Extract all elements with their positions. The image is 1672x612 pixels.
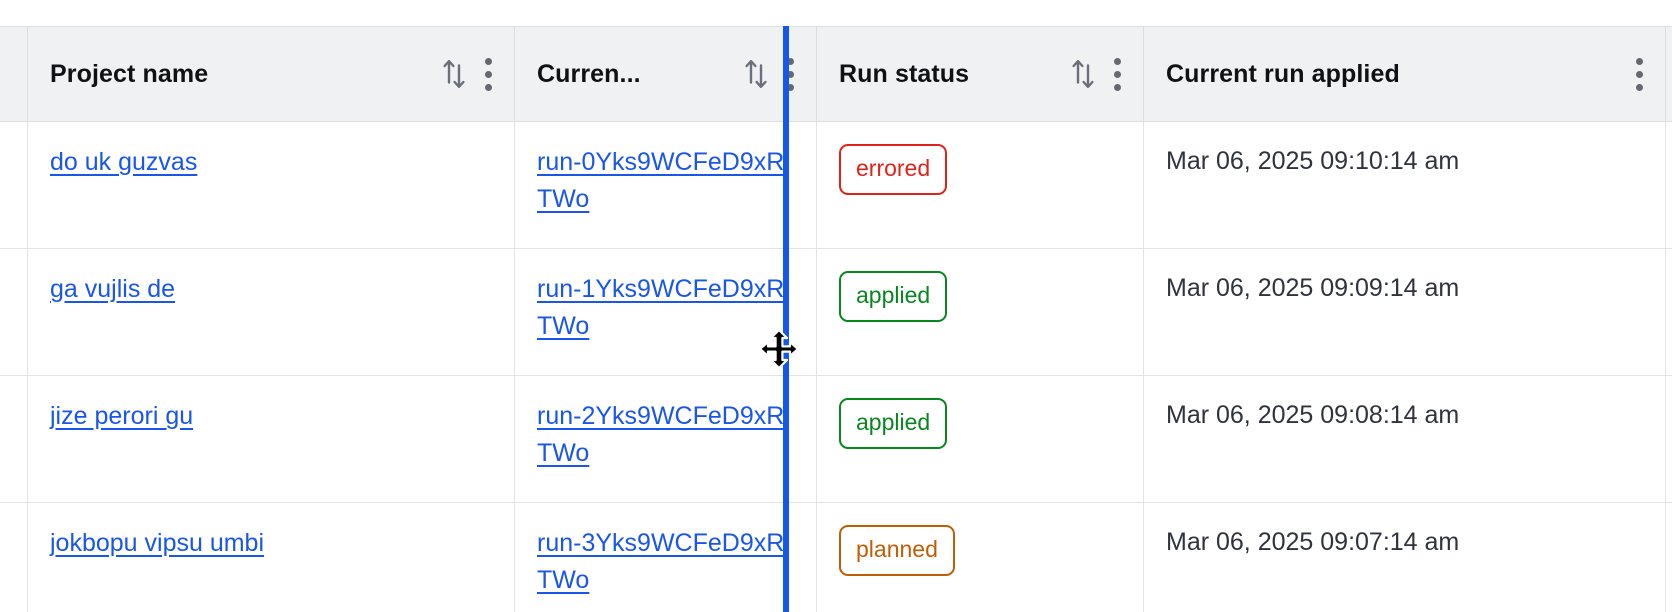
sort-arrows-icon[interactable] xyxy=(440,57,468,91)
cell-run-status: applied xyxy=(817,376,1144,503)
project-name-link[interactable]: jize perori gu xyxy=(50,402,194,430)
table-row: do uk guzvas run-0Yks9WCFeD9xRTWo errored M… xyxy=(0,122,1672,249)
cell-current-run: run-0Yks9WCFeD9xRTWo xyxy=(515,122,817,249)
sort-arrows-icon[interactable] xyxy=(1069,57,1097,91)
header-row: Project name Curren... Run status Current r… xyxy=(0,26,1672,122)
column-header-vcs[interactable]: V xyxy=(1666,26,1672,122)
cell-run-status: planned xyxy=(817,503,1144,612)
project-name-link[interactable]: do uk guzvas xyxy=(50,148,198,176)
row-select-gutter-header xyxy=(0,26,28,122)
row-select-gutter-cell xyxy=(0,376,28,503)
cell-project-name: ga vujlis de xyxy=(28,249,515,376)
table-header: Project name Curren... Run status Current r… xyxy=(0,26,1672,122)
current-run-link[interactable]: run-2Yks9WCFeD9xRTWo xyxy=(537,402,785,467)
column-header-status[interactable]: Run status xyxy=(817,26,1144,122)
project-name-link[interactable]: ga vujlis de xyxy=(50,275,176,303)
cell-current-run: run-3Yks9WCFeD9xRTWo xyxy=(515,503,817,612)
table-row: jize perori gu run-2Yks9WCFeD9xRTWo applie… xyxy=(0,376,1672,503)
row-select-gutter-cell xyxy=(0,249,28,376)
applied-timestamp: Mar 06, 2025 09:07:14 am xyxy=(1166,528,1460,556)
column-header-project[interactable]: Project name xyxy=(28,26,515,122)
cell-run-status: errored xyxy=(817,122,1144,249)
current-run-link[interactable]: run-1Yks9WCFeD9xRTWo xyxy=(537,275,785,340)
column-header-label: Project name xyxy=(50,59,209,88)
column-header-label: Run status xyxy=(839,59,970,88)
applied-timestamp: Mar 06, 2025 09:10:14 am xyxy=(1166,147,1460,175)
cell-vcs-repo: e xyxy=(1666,249,1672,376)
kebab-menu-icon[interactable] xyxy=(484,56,492,92)
cell-project-name: jize perori gu xyxy=(28,376,515,503)
column-resize-guide[interactable] xyxy=(783,26,789,612)
row-select-gutter-cell xyxy=(0,503,28,612)
sort-arrows-icon[interactable] xyxy=(742,57,770,91)
kebab-menu-icon[interactable] xyxy=(1635,56,1643,92)
kebab-menu-icon[interactable] xyxy=(786,56,794,92)
column-header-label: Current run applied xyxy=(1166,59,1400,88)
cell-current-run: run-2Yks9WCFeD9xRTWo xyxy=(515,376,817,503)
cell-current-run-applied: Mar 06, 2025 09:09:14 am xyxy=(1144,249,1666,376)
status-badge: applied xyxy=(839,271,948,322)
cell-vcs-repo: e xyxy=(1666,122,1672,249)
current-run-link[interactable]: run-0Yks9WCFeD9xRTWo xyxy=(537,148,785,213)
cell-project-name: do uk guzvas xyxy=(28,122,515,249)
status-badge: errored xyxy=(839,144,948,195)
table-row: jokbopu vipsu umbi run-3Yks9WCFeD9xRTWo pl… xyxy=(0,503,1672,612)
projects-table: Project name Curren... Run status Current r… xyxy=(0,26,1672,612)
cell-current-run-applied: Mar 06, 2025 09:08:14 am xyxy=(1144,376,1666,503)
kebab-menu-icon[interactable] xyxy=(1113,56,1121,92)
cell-current-run-applied: Mar 06, 2025 09:10:14 am xyxy=(1144,122,1666,249)
row-select-gutter-cell xyxy=(0,122,28,249)
cell-vcs-repo: e xyxy=(1666,376,1672,503)
cell-project-name: jokbopu vipsu umbi xyxy=(28,503,515,612)
status-badge: planned xyxy=(839,525,955,576)
cell-run-status: applied xyxy=(817,249,1144,376)
column-header-applied[interactable]: Current run applied xyxy=(1144,26,1666,122)
current-run-link[interactable]: run-3Yks9WCFeD9xRTWo xyxy=(537,529,785,594)
applied-timestamp: Mar 06, 2025 09:08:14 am xyxy=(1166,401,1460,429)
cell-current-run-applied: Mar 06, 2025 09:07:14 am xyxy=(1144,503,1666,612)
project-name-link[interactable]: jokbopu vipsu umbi xyxy=(50,529,265,557)
status-badge: applied xyxy=(839,398,948,449)
column-header-label: Curren... xyxy=(537,59,641,88)
table-row: ga vujlis de run-1Yks9WCFeD9xRTWo applied M… xyxy=(0,249,1672,376)
cell-vcs-repo: e xyxy=(1666,503,1672,612)
applied-timestamp: Mar 06, 2025 09:09:14 am xyxy=(1166,274,1460,302)
column-header-run[interactable]: Curren... xyxy=(515,26,817,122)
cell-current-run: run-1Yks9WCFeD9xRTWo xyxy=(515,249,817,376)
